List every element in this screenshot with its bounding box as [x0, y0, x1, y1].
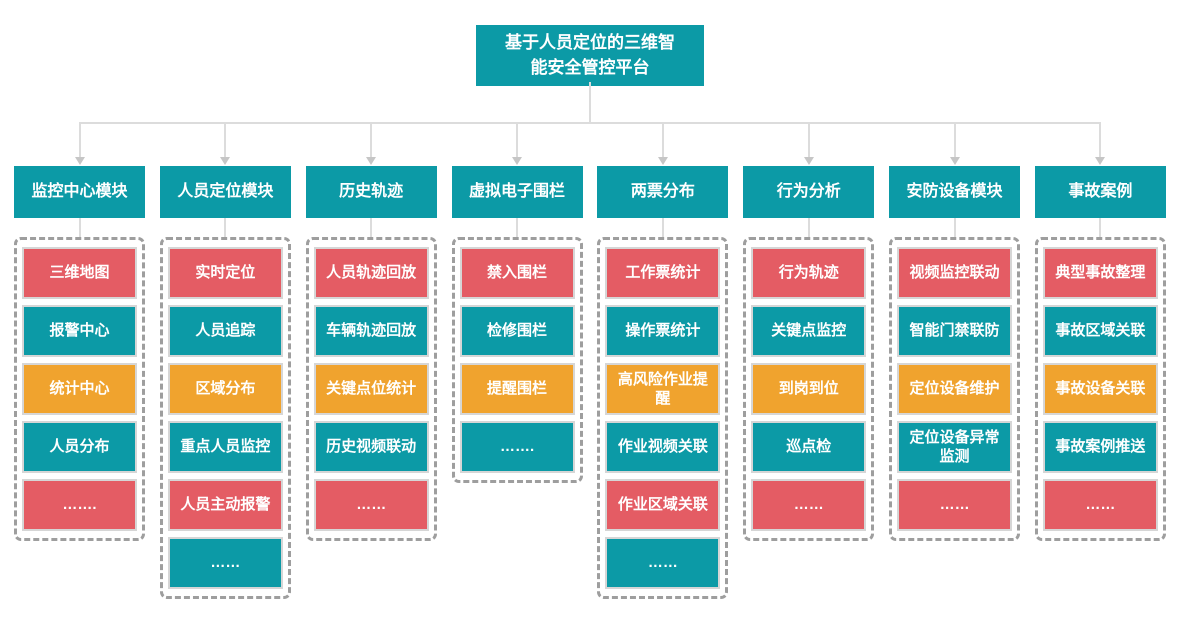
feature-item: 行为轨迹 [751, 247, 867, 299]
module-item-group: 工作票统计操作票统计高风险作业提醒作业视频关联作业区域关联 …… [597, 237, 729, 599]
connector-header-stub [516, 218, 519, 237]
module-item-group: 禁入围栏检修围栏提醒围栏 ……. [451, 237, 583, 483]
connector-drop-line [953, 122, 956, 158]
module-header: 安防设备模块 [889, 166, 1021, 218]
feature-item: ……. [22, 479, 137, 531]
feature-item: 关键点监控 [751, 305, 867, 357]
arrow-down-icon [949, 157, 960, 165]
platform-title-box: 基于人员定位的三维智能安全管控平台 [476, 25, 704, 87]
module-columns: 监控中心模块 三维地图报警中心统计中心人员分布……. 人员定位模块 实时定位人员… [14, 122, 1166, 599]
connector-header-stub [661, 218, 664, 237]
module-header: 两票分布 [597, 166, 729, 218]
feature-item: …… [1042, 479, 1158, 531]
module-header: 虚拟电子围栏 [451, 166, 583, 218]
arrow-down-icon [1095, 157, 1106, 165]
feature-item: 关键点位统计 [313, 363, 429, 415]
feature-item: 操作票统计 [605, 305, 721, 357]
module-item-group: 行为轨迹关键点监控到岗到位巡点检 …… [743, 237, 875, 541]
module-item-group: 典型事故整理事故区域关联事故设备关联事故案例推送 …… [1034, 237, 1166, 541]
feature-item: 巡点检 [751, 421, 867, 473]
arrow-down-icon [657, 157, 668, 165]
feature-item: 工作票统计 [605, 247, 721, 299]
connector-drop-line [516, 122, 519, 158]
feature-item: 统计中心 [22, 363, 137, 415]
feature-item: 人员追踪 [167, 305, 283, 357]
connector-drop-line [661, 122, 664, 158]
feature-item: 人员分布 [22, 421, 137, 473]
module-column: 事故案例 典型事故整理事故区域关联事故设备关联事故案例推送 …… [1034, 122, 1166, 541]
arrow-down-icon [803, 157, 814, 165]
module-item-group: 人员轨迹回放车辆轨迹回放关键点位统计历史视频联动 …… [305, 237, 437, 541]
module-column: 安防设备模块 视频监控联动智能门禁联防定位设备维护定位设备异常监测 …… [889, 122, 1021, 541]
module-header: 行为分析 [743, 166, 875, 218]
arrow-down-icon [220, 157, 231, 165]
feature-item: 智能门禁联防 [897, 305, 1013, 357]
connector-drop-line [78, 122, 81, 158]
feature-item: …… [167, 537, 283, 589]
module-column: 人员定位模块 实时定位人员追踪区域分布重点人员监控人员主动报警 …… [159, 122, 291, 599]
feature-item: …… [605, 537, 721, 589]
feature-item: 车辆轨迹回放 [313, 305, 429, 357]
module-item-group: 实时定位人员追踪区域分布重点人员监控人员主动报警 …… [159, 237, 291, 599]
feature-item: 典型事故整理 [1042, 247, 1158, 299]
feature-item: 区域分布 [167, 363, 283, 415]
connector-header-stub [370, 218, 373, 237]
feature-item: 事故设备关联 [1042, 363, 1158, 415]
connector-root-stub [589, 82, 591, 123]
module-column: 监控中心模块 三维地图报警中心统计中心人员分布 ……. [14, 122, 145, 541]
connector-drop-line [224, 122, 227, 158]
feature-item: …… [313, 479, 429, 531]
arrow-down-icon [74, 157, 85, 165]
feature-item: 作业区域关联 [605, 479, 721, 531]
feature-item: 到岗到位 [751, 363, 867, 415]
feature-item: 报警中心 [22, 305, 137, 357]
connector-drop-line [370, 122, 373, 158]
feature-item: 人员主动报警 [167, 479, 283, 531]
module-header: 事故案例 [1034, 166, 1166, 218]
arrow-down-icon [512, 157, 523, 165]
feature-item: 事故区域关联 [1042, 305, 1158, 357]
feature-item: 作业视频关联 [605, 421, 721, 473]
feature-item: 高风险作业提醒 [605, 363, 721, 415]
feature-item: 三维地图 [22, 247, 137, 299]
connector-drop-line [807, 122, 810, 158]
feature-item: 人员轨迹回放 [313, 247, 429, 299]
feature-item: 实时定位 [167, 247, 283, 299]
feature-item: 重点人员监控 [167, 421, 283, 473]
connector-header-stub [224, 218, 227, 237]
module-header: 监控中心模块 [14, 166, 145, 218]
module-header: 人员定位模块 [159, 166, 291, 218]
module-item-group: 视频监控联动智能门禁联防定位设备维护定位设备异常监测 …… [889, 237, 1021, 541]
feature-item: …… [897, 479, 1013, 531]
feature-item: 事故案例推送 [1042, 421, 1158, 473]
connector-header-stub [1099, 218, 1102, 237]
feature-item: …… [751, 479, 867, 531]
connector-header-stub [807, 218, 810, 237]
feature-item: 提醒围栏 [459, 363, 575, 415]
module-item-group: 三维地图报警中心统计中心人员分布 ……. [14, 237, 145, 541]
connector-header-stub [78, 218, 81, 237]
feature-item: 定位设备异常监测 [897, 421, 1013, 473]
feature-item: 禁入围栏 [459, 247, 575, 299]
module-column: 两票分布 工作票统计操作票统计高风险作业提醒作业视频关联作业区域关联 …… [597, 122, 729, 599]
module-column: 历史轨迹 人员轨迹回放车辆轨迹回放关键点位统计历史视频联动 …… [305, 122, 437, 541]
arrow-down-icon [366, 157, 377, 165]
connector-drop-line [1099, 122, 1102, 158]
connector-header-stub [953, 218, 956, 237]
platform-title: 基于人员定位的三维智能安全管控平台 [505, 33, 675, 77]
feature-item: 检修围栏 [459, 305, 575, 357]
module-column: 虚拟电子围栏 禁入围栏检修围栏提醒围栏 ……. [451, 122, 583, 483]
module-header: 历史轨迹 [305, 166, 437, 218]
connector-bus-line [79, 122, 1101, 124]
module-column: 行为分析 行为轨迹关键点监控到岗到位巡点检 …… [743, 122, 875, 541]
feature-item: ……. [459, 421, 575, 473]
feature-item: 历史视频联动 [313, 421, 429, 473]
feature-item: 视频监控联动 [897, 247, 1013, 299]
feature-item: 定位设备维护 [897, 363, 1013, 415]
